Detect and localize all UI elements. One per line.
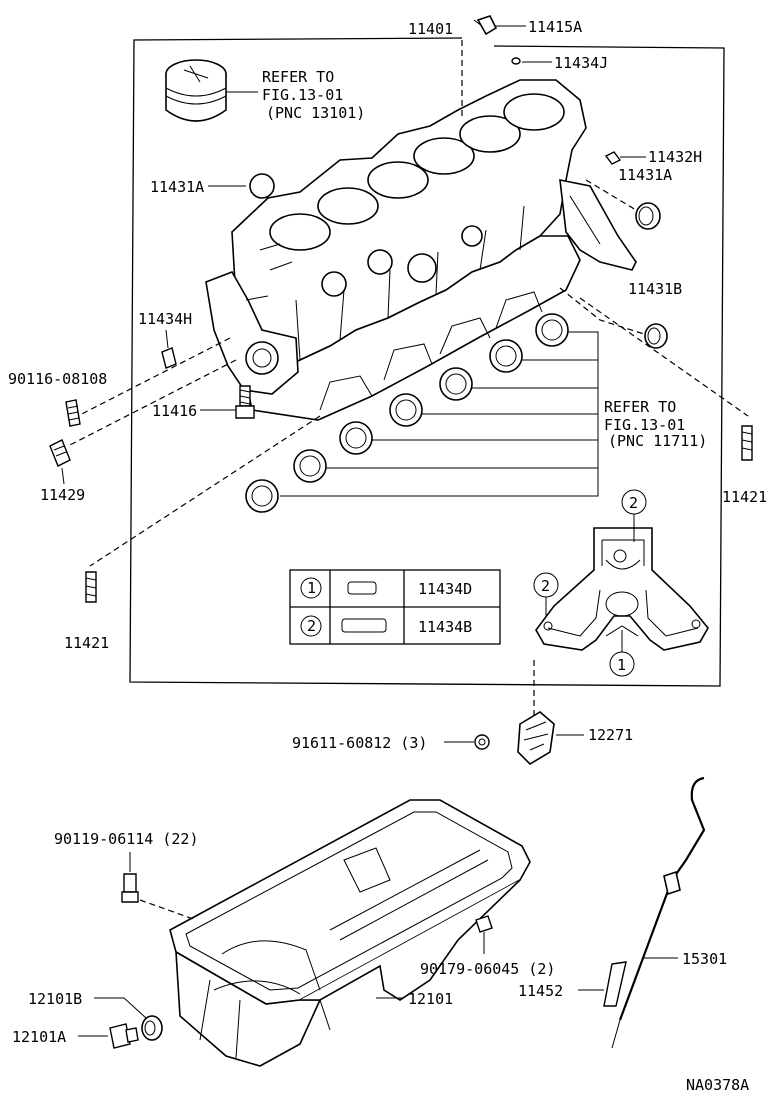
label-11431a-left: 11431A <box>150 178 204 196</box>
stud-11421-left-drawing <box>85 571 97 603</box>
label-90179-06045: 90179-06045 (2) <box>420 960 555 978</box>
label-91611-60812: 91611-60812 (3) <box>292 734 427 752</box>
callout-left: 2 <box>541 577 550 595</box>
label-11416: 11416 <box>152 402 197 420</box>
drain-plug-12101a-drawing <box>109 1023 139 1049</box>
gasket-12101b-drawing <box>141 1015 163 1041</box>
dipstick-15301-drawing <box>611 776 706 1049</box>
refer-bearing-line2: FIG.13-01 <box>604 416 685 434</box>
label-15301: 15301 <box>682 950 727 968</box>
plug-11432h-drawing <box>604 151 622 165</box>
bearing-cap-detail-drawing <box>535 527 709 651</box>
cylinder-block-drawing <box>205 79 637 421</box>
legend-part-1: 11434D <box>418 580 472 598</box>
label-11421-left: 11421 <box>64 634 109 652</box>
label-11452: 11452 <box>518 982 563 1000</box>
assembly-frame <box>129 37 725 687</box>
label-12101a: 12101A <box>12 1028 66 1046</box>
cap-11431a-right-drawing <box>635 202 661 230</box>
label-12271: 12271 <box>588 726 633 744</box>
oil-pan-drawing <box>169 799 531 1067</box>
bolt-91611-drawing <box>474 734 490 750</box>
label-12101b: 12101B <box>28 990 82 1008</box>
plug-11415a-drawing <box>473 15 498 36</box>
cap-11431b-drawing <box>644 323 668 349</box>
pin-11434h-drawing <box>161 347 177 369</box>
label-90119-06114: 90119-06114 (22) <box>54 830 199 848</box>
label-11401: 11401 <box>408 20 453 38</box>
label-11432h: 11432H <box>648 148 702 166</box>
stud-11429-drawing <box>49 439 71 467</box>
stud-90116-drawing <box>65 399 81 427</box>
label-11431b: 11431B <box>628 280 682 298</box>
label-11429: 11429 <box>40 486 85 504</box>
refer-bearing-line1: REFER TO <box>604 398 676 416</box>
plate-12271-drawing <box>517 711 555 766</box>
label-11431a-right: 11431A <box>618 166 672 184</box>
stud-11421-right-drawing <box>741 425 753 461</box>
refer-piston-line3: (PNC 13101) <box>266 104 365 122</box>
refer-bearing-line3: (PNC 11711) <box>608 432 707 450</box>
callout-bottom: 1 <box>617 656 626 674</box>
cap-11431a-left-drawing <box>249 173 275 199</box>
pin-11434j-drawing <box>511 57 521 65</box>
pin-legend-table <box>289 569 501 645</box>
bolt-90119-drawing <box>121 873 139 903</box>
legend-num-2: 2 <box>307 617 316 635</box>
nut-90179-drawing <box>475 915 493 933</box>
callout-top: 2 <box>629 494 638 512</box>
legend-num-1: 1 <box>307 579 316 597</box>
piston-drawing <box>165 59 227 122</box>
label-12101: 12101 <box>408 990 453 1008</box>
bolt-11416-drawing <box>235 385 255 419</box>
label-90116-08108: 90116-08108 <box>8 370 107 388</box>
legend-part-2: 11434B <box>418 618 472 636</box>
refer-piston-line1: REFER TO <box>262 68 334 86</box>
label-11434h: 11434H <box>138 310 192 328</box>
main-bearings-drawing <box>245 313 569 513</box>
guide-11452-drawing <box>603 961 627 1007</box>
label-11434j: 11434J <box>554 54 608 72</box>
diagram-code: NA0378A <box>686 1076 749 1094</box>
label-11421-right: 11421 <box>722 488 767 506</box>
label-11415a: 11415A <box>528 18 582 36</box>
refer-piston-line2: FIG.13-01 <box>262 86 343 104</box>
